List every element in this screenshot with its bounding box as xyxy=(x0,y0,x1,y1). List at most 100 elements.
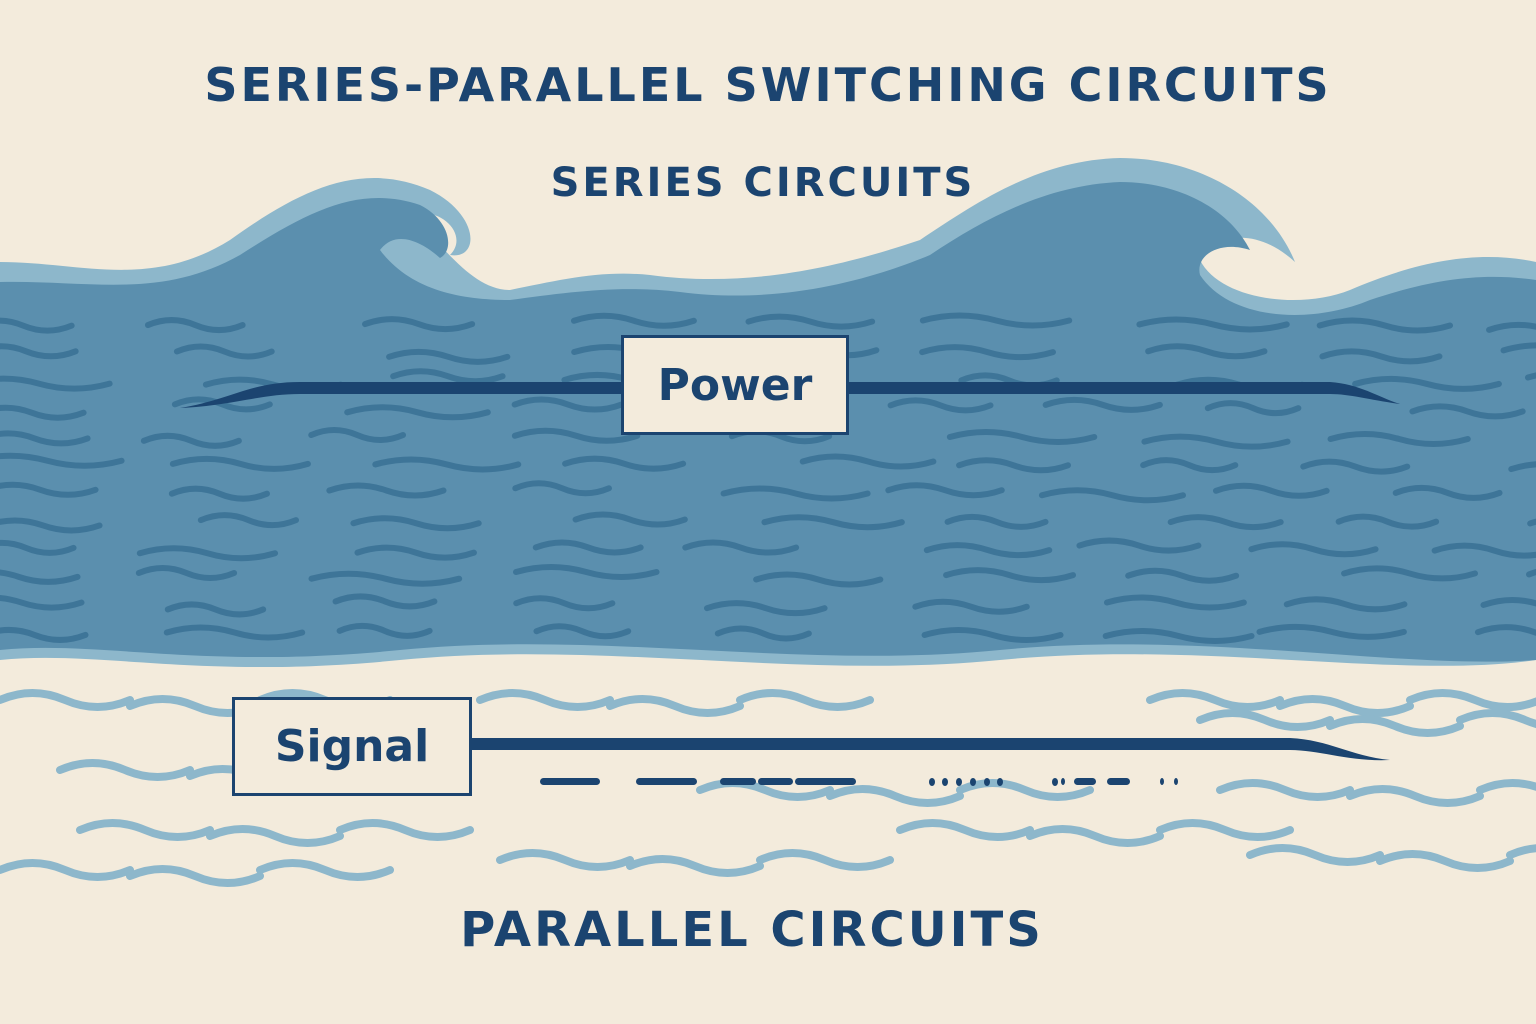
wave-stroke xyxy=(0,689,134,711)
wave-stroke xyxy=(956,779,1094,801)
wave-stroke xyxy=(0,375,113,392)
dash-mark xyxy=(1107,778,1130,785)
wave-stroke xyxy=(1246,844,1384,866)
wave-stroke xyxy=(0,452,125,469)
wave-stroke xyxy=(0,430,91,447)
wave-stroke xyxy=(0,317,75,334)
wave-stroke xyxy=(1456,709,1536,729)
wave-stroke xyxy=(1474,624,1536,636)
wave-stroke xyxy=(511,427,641,444)
wave-stroke xyxy=(1480,596,1536,608)
wave-stroke xyxy=(1376,850,1514,872)
wave-stroke xyxy=(1346,785,1484,807)
wave-stroke xyxy=(1156,819,1294,841)
series-circuits-heading: SERIES CIRCUITS xyxy=(550,160,976,206)
wave-stroke xyxy=(714,625,812,642)
foam-lines xyxy=(0,689,1536,887)
wave-stroke xyxy=(0,539,77,556)
wave-stroke xyxy=(696,779,834,801)
dash-mark xyxy=(540,778,600,785)
wave-stroke xyxy=(896,819,1034,841)
wave-stroke xyxy=(1335,513,1440,530)
wave-stroke xyxy=(1146,689,1284,711)
wave-stroke xyxy=(745,313,876,330)
wave-stroke xyxy=(626,855,764,877)
dot-mark xyxy=(997,778,1003,786)
wave-stroke xyxy=(164,601,267,618)
wave-stroke xyxy=(1136,316,1290,333)
wave-stroke xyxy=(135,564,238,581)
wave-stroke xyxy=(923,542,1053,559)
wave-stroke xyxy=(350,515,482,532)
wave-stroke xyxy=(799,453,937,470)
wave-stroke xyxy=(511,396,625,413)
parallel-circuits-heading: PARALLEL CIRCUITS xyxy=(460,902,1044,958)
wave-stroke xyxy=(372,456,522,473)
wave-stroke xyxy=(1327,431,1471,447)
dash-mark xyxy=(636,778,697,785)
wave-stroke xyxy=(1125,567,1240,584)
wave-stroke xyxy=(532,539,644,556)
wave-stroke xyxy=(1196,709,1334,731)
wave-stroke xyxy=(390,368,506,385)
wave-stroke xyxy=(1341,565,1478,582)
wave-stroke xyxy=(1145,343,1268,360)
wave-stroke xyxy=(761,514,905,531)
wave-stroke xyxy=(354,544,477,561)
wave-stroke xyxy=(0,404,87,421)
wave-stroke xyxy=(256,859,394,881)
dash-mark xyxy=(1061,778,1065,785)
wave-stroke xyxy=(943,567,1077,584)
wave-stroke xyxy=(736,689,874,711)
signal-box: Signal xyxy=(232,697,472,796)
wave-stroke xyxy=(126,865,264,887)
wave-stroke xyxy=(56,759,194,781)
wave-stroke xyxy=(0,569,81,585)
wave-stroke xyxy=(0,626,89,643)
wave-stroke xyxy=(76,819,214,841)
power-box: Power xyxy=(621,335,849,435)
wave-stroke xyxy=(1216,779,1354,801)
wave-stroke xyxy=(1352,375,1502,392)
wave-stroke xyxy=(0,594,85,611)
wave-stroke xyxy=(919,344,1056,361)
wave-stroke xyxy=(513,595,616,612)
wave-stroke xyxy=(1508,461,1536,473)
dash-mark xyxy=(1160,778,1164,785)
wave-stroke xyxy=(1300,458,1411,475)
wave-stroke xyxy=(308,427,407,444)
wave-stroke xyxy=(1038,487,1186,504)
wave-stroke xyxy=(1042,396,1163,413)
wave-stroke xyxy=(496,849,634,871)
wave-stroke xyxy=(1319,348,1443,365)
wave-stroke xyxy=(1026,825,1164,847)
dot-mark xyxy=(956,778,962,786)
wave-stroke xyxy=(1316,317,1454,334)
wave-stroke xyxy=(332,593,438,610)
wave-stroke xyxy=(1248,541,1379,558)
wave-stroke xyxy=(756,849,894,871)
wave-stroke xyxy=(1140,457,1239,474)
wave-stroke xyxy=(0,517,103,534)
dot-mark xyxy=(942,778,948,786)
wave-stroke xyxy=(1431,542,1536,559)
wave-stroke xyxy=(1141,433,1291,450)
wave-stroke xyxy=(1392,484,1503,501)
wave-stroke xyxy=(0,481,99,498)
wave-stroke xyxy=(0,859,134,881)
wave-stroke xyxy=(140,432,242,449)
dash-dot-pattern xyxy=(540,778,1178,786)
wave-stroke xyxy=(0,343,79,360)
wave-stroke xyxy=(1409,403,1526,420)
dash-mark xyxy=(795,778,856,785)
wave-stroke xyxy=(606,695,744,717)
wave-stroke xyxy=(171,396,273,413)
dot-mark xyxy=(970,778,976,786)
wave-stroke xyxy=(1102,628,1255,644)
wave-stroke xyxy=(703,600,828,617)
wave-stroke xyxy=(562,455,687,472)
wave-stroke xyxy=(1212,482,1330,499)
wave-stroke xyxy=(570,312,697,329)
page-title: SERIES-PARALLEL SWITCHING CIRCUITS xyxy=(204,58,1332,112)
